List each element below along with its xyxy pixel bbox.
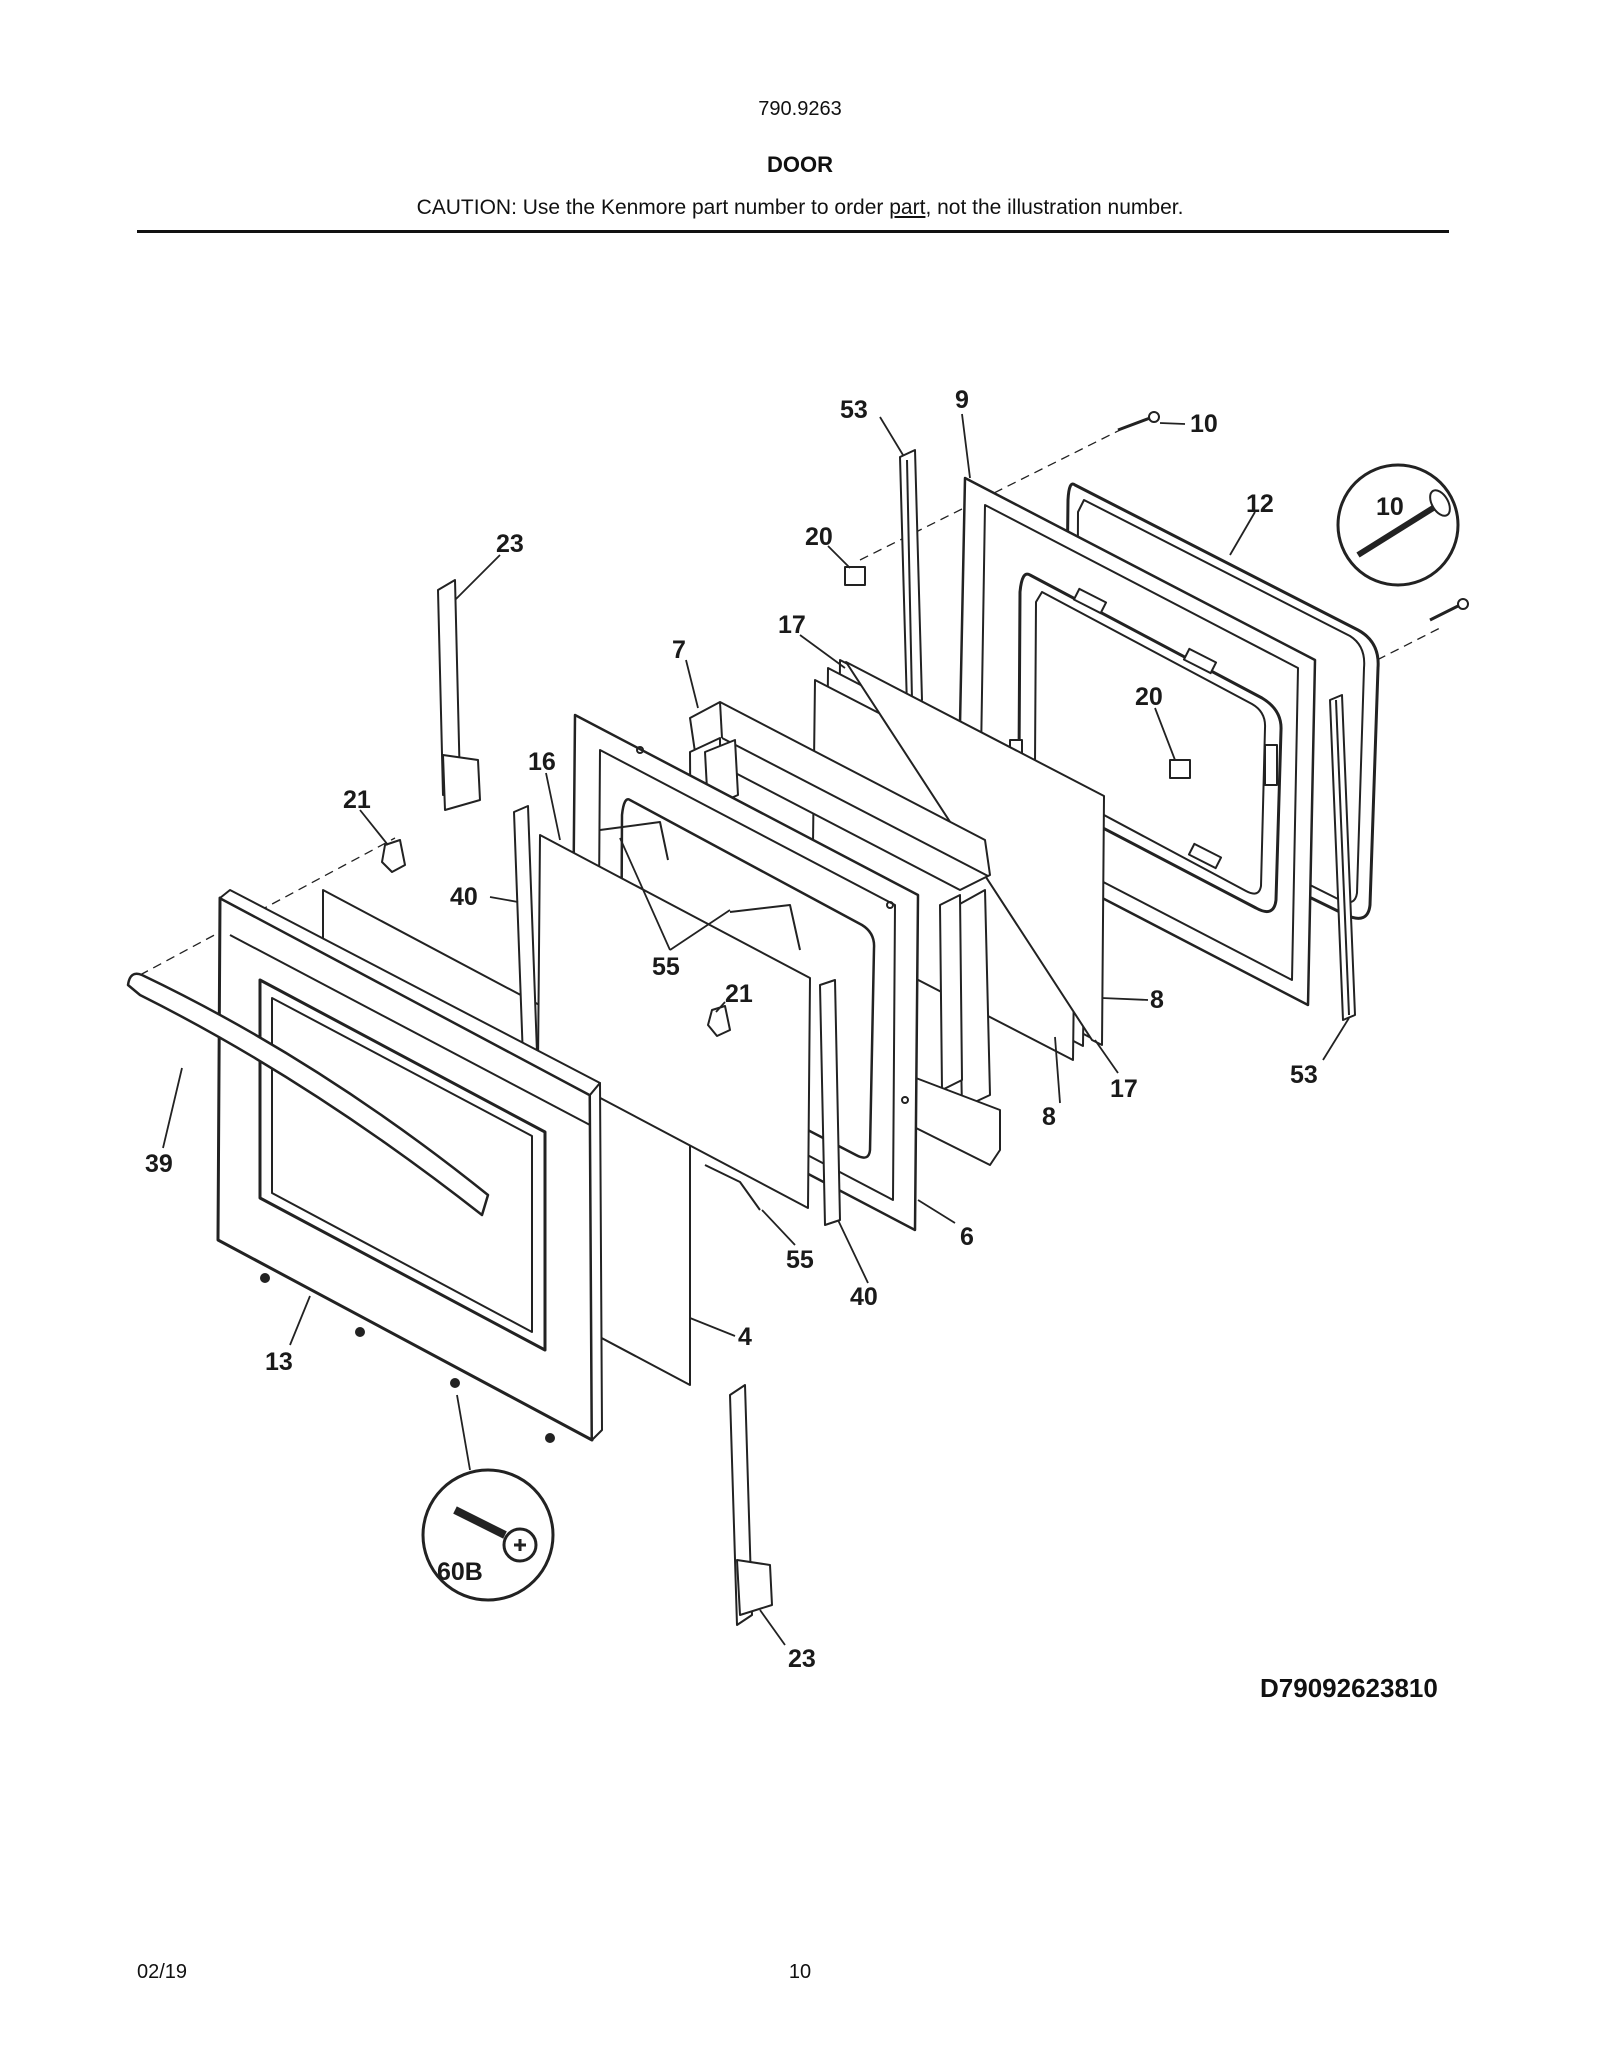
callout-12: 12 bbox=[1246, 490, 1274, 518]
clip-20-top bbox=[844, 566, 866, 586]
callout-9: 9 bbox=[955, 386, 969, 414]
callout-20-top: 20 bbox=[805, 523, 833, 551]
header-rule bbox=[137, 230, 1449, 233]
screws-60b-small bbox=[260, 1273, 555, 1443]
callout-40-lower: 40 bbox=[850, 1283, 878, 1311]
caution-note: CAUTION: Use the Kenmore part number to … bbox=[0, 196, 1600, 220]
footer-page-number: 10 bbox=[788, 1961, 812, 1983]
callout-21-left: 21 bbox=[343, 786, 371, 814]
outer-door-panel bbox=[216, 889, 603, 1442]
callout-23-bottom: 23 bbox=[788, 1645, 816, 1673]
callout-53-lower: 53 bbox=[1290, 1061, 1318, 1089]
screw-10 bbox=[1117, 411, 1160, 432]
callout-55-lower: 55 bbox=[786, 1246, 814, 1274]
callout-13: 13 bbox=[265, 1348, 293, 1376]
caution-prefix: CAUTION: Use the Kenmore part number to … bbox=[416, 196, 890, 219]
inset-screw-10 bbox=[1336, 463, 1460, 587]
side-trim-40-right bbox=[819, 979, 841, 1226]
callout-4: 4 bbox=[738, 1323, 752, 1351]
screw-10-right bbox=[1429, 598, 1469, 622]
bracket-55-lower bbox=[704, 1164, 761, 1211]
callout-23-top: 23 bbox=[496, 530, 524, 558]
callout-8-right: 8 bbox=[1150, 986, 1164, 1014]
callout-labels: 53 9 10 12 10 23 20 17 7 20 16 21 40 55 … bbox=[145, 386, 1404, 1673]
side-trim-right bbox=[1329, 694, 1356, 1021]
callout-21-mid: 21 bbox=[725, 980, 753, 1008]
callout-17-top: 17 bbox=[778, 611, 806, 639]
callout-10-screw: 10 bbox=[1190, 410, 1218, 438]
callout-53-top: 53 bbox=[840, 396, 868, 424]
diagram-code: D79092623810 bbox=[1260, 1673, 1438, 1703]
pad-21-left bbox=[381, 839, 406, 873]
callout-8-lower: 8 bbox=[1042, 1103, 1056, 1131]
caution-emphasis: part bbox=[889, 196, 926, 219]
callout-6: 6 bbox=[960, 1223, 974, 1251]
clip-20-mid bbox=[1169, 759, 1191, 779]
hinge-top bbox=[437, 579, 481, 811]
pad-21-mid bbox=[707, 1005, 731, 1037]
footer-date: 02/19 bbox=[137, 1961, 188, 1983]
callout-16: 16 bbox=[528, 748, 556, 776]
hinge-bottom bbox=[729, 1384, 773, 1626]
callout-55-mid: 55 bbox=[652, 953, 680, 981]
caution-suffix: , not the illustration number. bbox=[925, 196, 1184, 219]
heat-shield bbox=[537, 834, 811, 1209]
model-number: 790.9263 bbox=[758, 98, 842, 120]
section-title: DOOR bbox=[767, 152, 833, 177]
insulation-side-right bbox=[939, 889, 991, 1109]
callout-20-mid: 20 bbox=[1135, 683, 1163, 711]
inner-door-liner bbox=[956, 476, 1317, 1007]
callout-60b: 60B bbox=[437, 1558, 483, 1586]
callout-7: 7 bbox=[672, 636, 686, 664]
callout-39: 39 bbox=[145, 1150, 173, 1178]
bracket-55-upper bbox=[599, 821, 801, 951]
side-trim-top bbox=[899, 449, 923, 708]
insulation-top bbox=[689, 701, 991, 891]
inset-screw-60b bbox=[421, 1468, 555, 1602]
callout-10-inset: 10 bbox=[1376, 493, 1404, 521]
leader-lines bbox=[162, 413, 1350, 1646]
callout-40-left: 40 bbox=[450, 883, 478, 911]
door-handle bbox=[126, 972, 490, 1217]
callout-17-lower: 17 bbox=[1110, 1075, 1138, 1103]
